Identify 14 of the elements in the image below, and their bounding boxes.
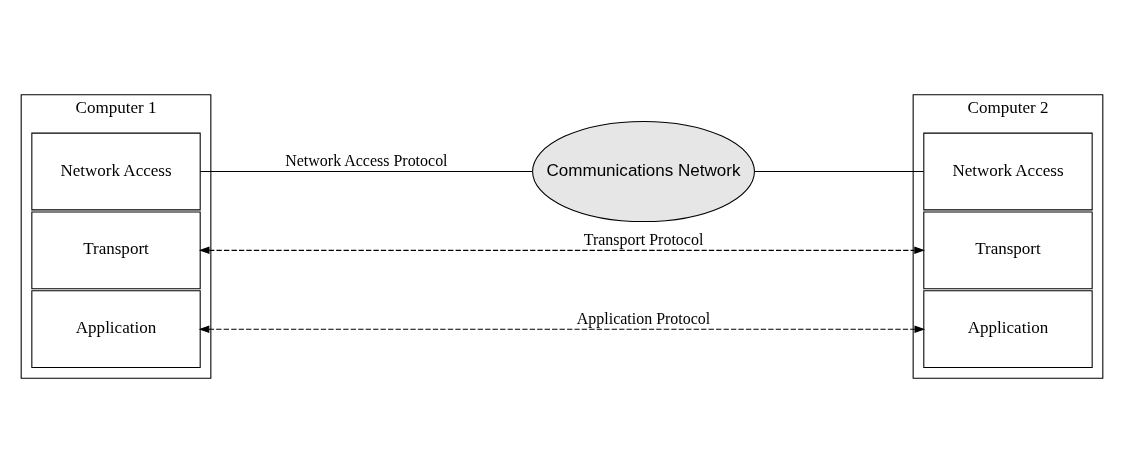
node-box: Network Access	[31, 132, 201, 210]
connector	[754, 170, 925, 172]
node-ellipse: Communications Network	[532, 120, 755, 222]
node-box: Transport	[923, 210, 1093, 289]
edge-label: Transport Protocol	[583, 230, 704, 248]
arrow	[198, 246, 925, 254]
node-box: Transport	[31, 210, 201, 289]
arrow	[198, 324, 926, 333]
connector	[199, 170, 533, 172]
node-box: Application	[923, 289, 1093, 368]
node-box: Network Access	[923, 132, 1093, 210]
edge-label: Network Access Protocol	[285, 151, 448, 169]
node-box: Application	[31, 289, 201, 368]
edge-label: Application Protocol	[576, 309, 711, 327]
